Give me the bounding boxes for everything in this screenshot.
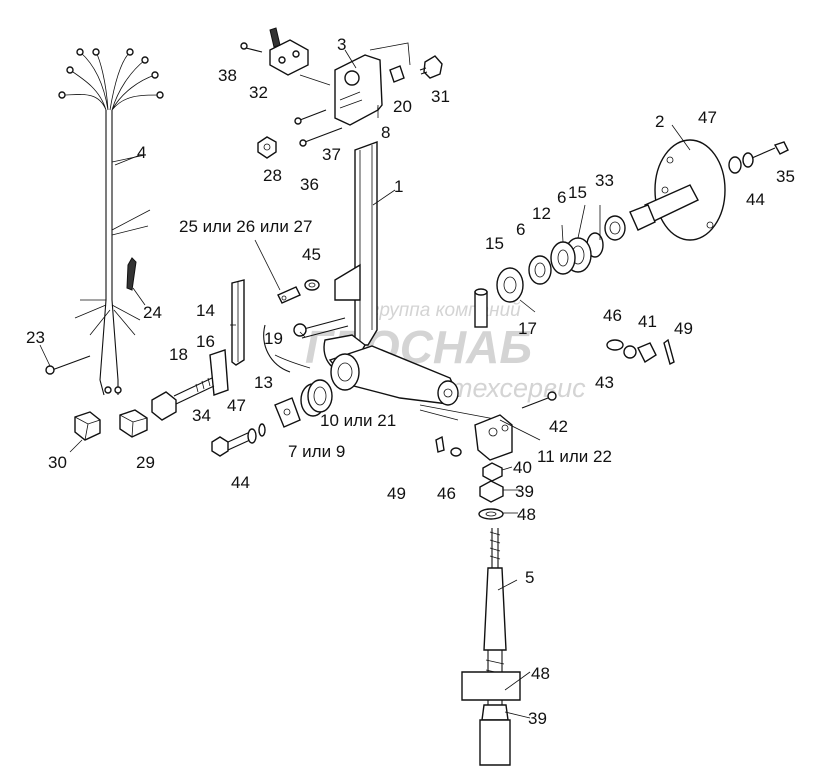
label-38: 38 [218, 66, 237, 85]
bracket-14 [231, 279, 245, 366]
label-48a: 48 [517, 505, 536, 524]
switch-25 [277, 286, 301, 304]
plate-20 [389, 65, 405, 83]
label-49a: 49 [674, 319, 693, 338]
switch-32 [240, 27, 309, 76]
washer-46-right [606, 339, 624, 351]
label-46a: 46 [603, 306, 622, 325]
rod-5 [461, 528, 521, 766]
bushing-10-21 [300, 379, 333, 417]
label-20: 20 [393, 97, 412, 116]
label-1: 1 [394, 177, 403, 196]
label-18: 18 [169, 345, 188, 364]
label-19: 19 [264, 329, 283, 348]
washer-46 [450, 447, 462, 457]
label-24: 24 [143, 303, 162, 322]
label-6a: 6 [516, 220, 525, 239]
label-15a: 15 [485, 234, 504, 253]
shaft-2 [629, 184, 699, 231]
bolt-23 [45, 355, 91, 375]
pin-41 [637, 342, 657, 364]
label-45: 45 [302, 245, 321, 264]
label-31: 31 [431, 87, 450, 106]
label-41: 41 [638, 312, 657, 331]
wiring-harness [58, 48, 164, 396]
label-44a: 44 [746, 190, 765, 209]
washer-45 [304, 279, 320, 291]
bolt-36 [304, 127, 343, 143]
label-29: 29 [136, 453, 155, 472]
label-32: 32 [249, 83, 268, 102]
label-7: 7 или 9 [288, 442, 345, 461]
pin-49 [435, 435, 445, 453]
label-6b: 6 [557, 188, 566, 207]
label-14: 14 [196, 301, 215, 320]
label-47a: 47 [698, 108, 717, 127]
label-39a: 39 [515, 482, 534, 501]
label-12: 12 [532, 204, 551, 223]
bracket-3-8 [334, 54, 383, 126]
watermark-line3: техсервис [450, 373, 586, 403]
label-28: 28 [263, 166, 282, 185]
label-42: 42 [549, 417, 568, 436]
pin-49-right [663, 338, 675, 366]
label-39b: 39 [528, 709, 547, 728]
label-10: 10 или 21 [320, 411, 396, 430]
part-labels: 1 2 3 4 5 6 6 7 или 9 8 10 или 21 11 или… [26, 35, 795, 728]
washer-stack-33-15-6-12 [496, 215, 626, 303]
label-48b: 48 [531, 664, 550, 683]
watermark-line1: группа компаний [370, 300, 521, 321]
label-11: 11 или 22 [537, 447, 612, 466]
washer-44 [728, 156, 742, 174]
label-44b: 44 [231, 473, 250, 492]
disc-7-9 [274, 397, 301, 428]
nut-28 [257, 136, 277, 159]
label-40: 40 [513, 458, 532, 477]
label-25: 25 или 26 или 27 [179, 217, 312, 236]
arm [328, 345, 459, 406]
label-2: 2 [655, 112, 664, 131]
label-13: 13 [254, 373, 273, 392]
label-16: 16 [196, 332, 215, 351]
nut-stack [478, 462, 504, 520]
label-30: 30 [48, 453, 67, 472]
label-8: 8 [381, 123, 390, 142]
plate-16 [209, 349, 229, 396]
clevis-11-22 [474, 414, 513, 461]
block-29 [119, 409, 148, 438]
leader-lines [111, 124, 691, 719]
label-5: 5 [525, 568, 534, 587]
washer-43 [623, 345, 637, 359]
label-17: 17 [518, 319, 537, 338]
label-36: 36 [300, 175, 319, 194]
block-30 [74, 411, 101, 441]
label-34: 34 [192, 406, 211, 425]
label-46b: 46 [437, 484, 456, 503]
label-15b: 15 [568, 183, 587, 202]
bolt-18 [151, 377, 215, 421]
bolt-34 [211, 423, 266, 457]
label-37: 37 [322, 145, 341, 164]
bolt-35 [751, 147, 776, 159]
label-4: 4 [137, 143, 146, 162]
shaft-19 [263, 317, 349, 373]
bolt-42 [521, 397, 549, 409]
label-49b: 49 [387, 484, 406, 503]
label-23: 23 [26, 328, 45, 347]
label-35: 35 [776, 167, 795, 186]
washer-47 [742, 152, 754, 168]
pin-17 [474, 288, 488, 328]
fitting-31 [419, 55, 443, 79]
bolt-37 [299, 109, 327, 121]
label-47b: 47 [227, 396, 246, 415]
label-43: 43 [595, 373, 614, 392]
label-3: 3 [337, 35, 346, 54]
label-33: 33 [595, 171, 614, 190]
clip-24 [126, 257, 137, 291]
